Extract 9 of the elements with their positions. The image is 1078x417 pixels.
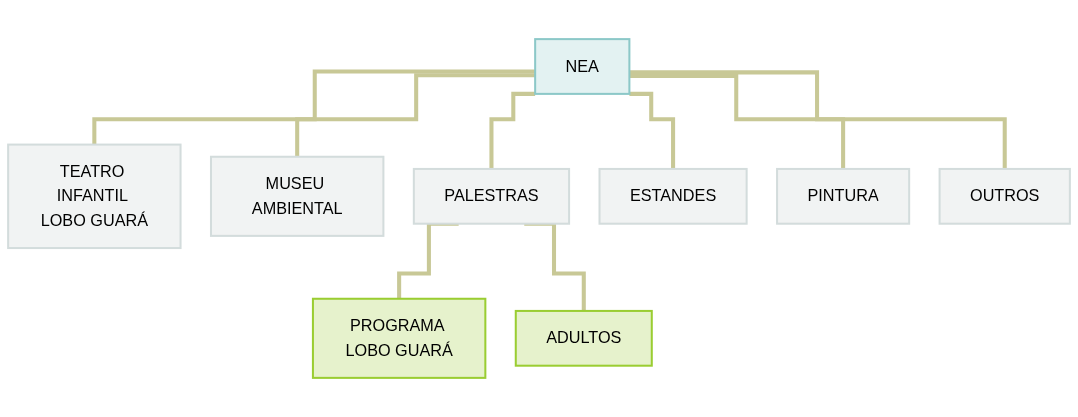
- node-box: TEATRO INFANTIL LOBO GUARÁ: [7, 143, 182, 250]
- node-box: ESTANDES: [598, 167, 748, 225]
- node-box: OUTROS: [938, 167, 1071, 225]
- node-box: PROGRAMA LOBO GUARÁ: [311, 297, 487, 379]
- node-box: PALESTRAS: [412, 167, 571, 225]
- node-box: ADULTOS: [514, 309, 653, 367]
- node-box: NEA: [534, 38, 631, 95]
- node-box: MUSEU AMBIENTAL: [209, 155, 385, 237]
- node-box: PINTURA: [776, 167, 911, 225]
